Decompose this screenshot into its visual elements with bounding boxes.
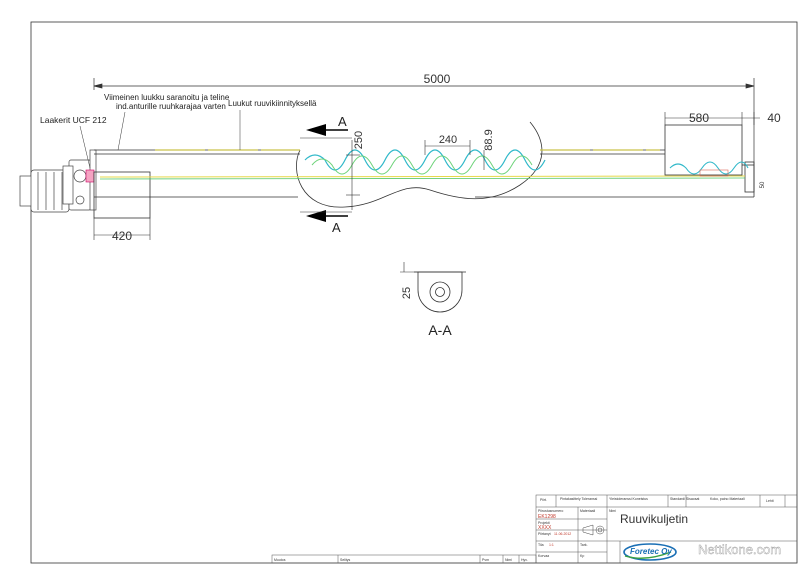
- dim-240: [424, 140, 471, 155]
- section-height-text: 250: [353, 131, 365, 149]
- tb-drawn-label: Piirtanyt: [538, 532, 551, 536]
- tb-drawing-no: EK1298: [538, 514, 556, 520]
- overall-length-text: 5000: [424, 72, 451, 86]
- shaft-line-yellow: [99, 175, 746, 178]
- section-title: A-A: [428, 322, 452, 338]
- company-logo: Foretec Oy: [623, 543, 677, 561]
- rev-h4: Hyv.: [521, 558, 528, 562]
- pitch-text: 240: [439, 134, 457, 146]
- diameter-text: 88.9: [483, 129, 495, 150]
- section-marker-bottom: A: [300, 210, 352, 235]
- rev-h0: Muutos: [274, 558, 286, 562]
- tb-project-label: Projekti: [538, 521, 550, 525]
- title-block: [271, 494, 798, 564]
- shaft-line-green: [99, 177, 746, 180]
- tb-std-cell: Standardi Sisaosat: [670, 497, 699, 501]
- tb-size-cell: Koko, paino Materiaali: [710, 497, 745, 501]
- last-hatch-label-2: ind.anturille ruuhkarajaa varten: [116, 102, 226, 111]
- tb-name-label: Nimi: [609, 509, 616, 513]
- projection-symbol-icon: [582, 524, 605, 536]
- tb-date: 11.06.2012: [554, 532, 571, 536]
- outlet-detail: [699, 169, 729, 177]
- company-name: Foretec Oy: [630, 547, 672, 556]
- tb-checked-label: Tark.: [580, 543, 588, 547]
- outlet-offset-text: 40: [767, 111, 781, 125]
- screw-helix-right: [669, 161, 749, 175]
- watermark: Nettikone.com: [698, 542, 781, 557]
- tb-replaces-label: Korvaa: [538, 554, 549, 558]
- outlet-width-text: 580: [689, 111, 709, 125]
- tb-tol-cell: Yleistoleranssi Koneistus: [609, 497, 648, 501]
- screw-helix: [304, 149, 546, 171]
- tb-material-label: Materiaali: [580, 509, 595, 513]
- section-small-text: 25: [401, 287, 413, 299]
- tb-finish: Piirt.: [540, 498, 547, 502]
- last-hatch-leader: [117, 111, 126, 151]
- conveyor-trough: [93, 121, 755, 219]
- screw-helix-green: [311, 155, 533, 175]
- dim-420: [93, 218, 151, 240]
- drawing-title: Ruuvikuljetin: [620, 512, 688, 526]
- tb-sheet-cell: Lehti: [766, 499, 774, 503]
- rev-h1: Selitys: [340, 558, 351, 562]
- tb-scale: 1:1: [549, 543, 554, 547]
- bearing-leader: [79, 125, 91, 169]
- bearing-highlight: [85, 169, 95, 183]
- overall-dimension: [93, 78, 755, 165]
- section-view-aa: [400, 262, 466, 313]
- inlet-width-text: 420: [112, 229, 132, 243]
- section-marker-top: A: [300, 114, 352, 139]
- rev-h3: Nimi: [505, 558, 512, 562]
- tb-state-label: Tila: [538, 543, 544, 547]
- tb-drawing-label: Piirustusnumero: [538, 509, 563, 513]
- section-marker-a-top: A: [338, 114, 347, 129]
- dim-580: [664, 112, 760, 125]
- dim-250: [346, 140, 360, 210]
- section-marker-a-bottom: A: [332, 220, 341, 235]
- small-right-text: 50: [760, 181, 766, 188]
- last-hatch-label-1: Viimeinen luukku saranoitu ja teline: [104, 93, 230, 102]
- hatches-label: Luukut ruuvikiinnityksellä: [228, 99, 317, 108]
- rev-h2: Pvm: [482, 558, 489, 562]
- tb-project: XXXX: [538, 525, 552, 531]
- tb-size-label: Kp: [580, 554, 584, 558]
- tb-finish-cell: Pintakasittely Toleranssi: [560, 497, 598, 501]
- bearing-label: Laakerit UCF 212: [40, 115, 107, 125]
